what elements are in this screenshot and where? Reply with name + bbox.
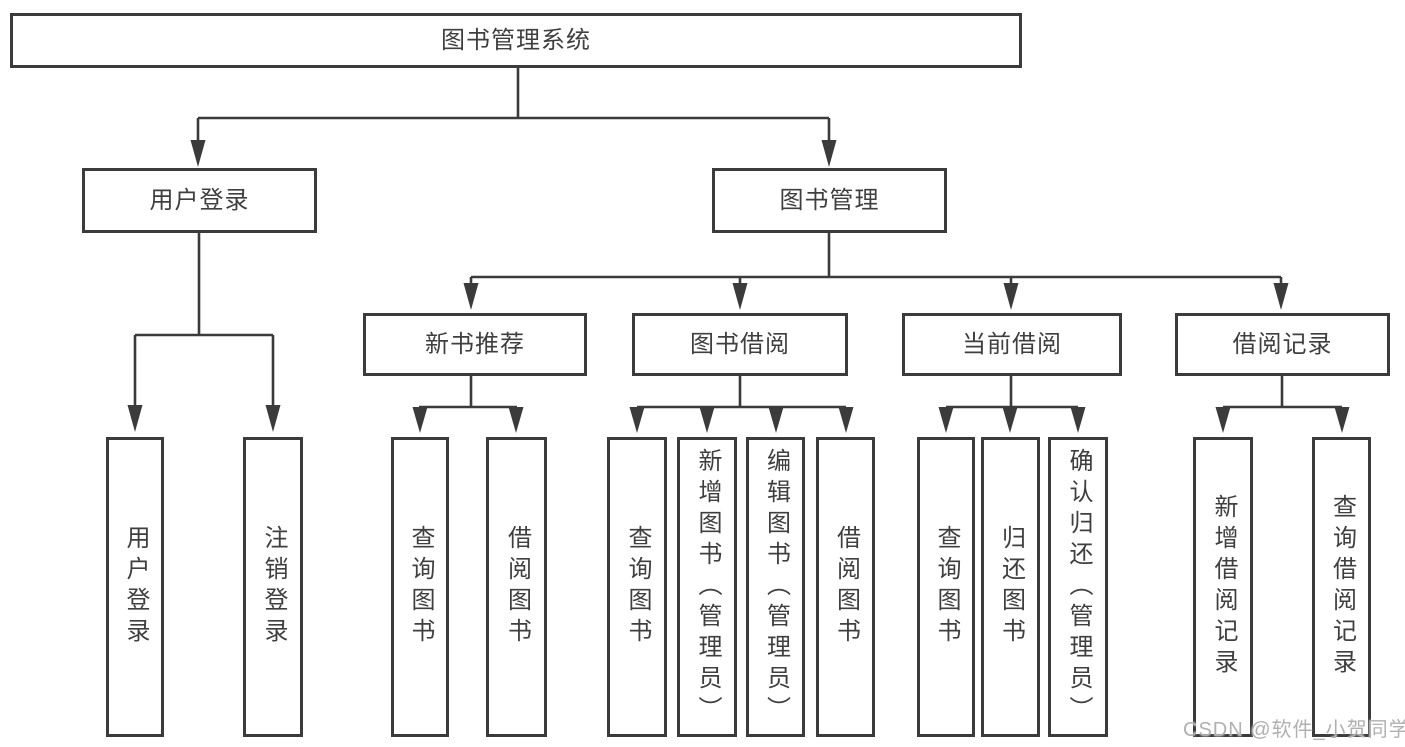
leaf-confirm-return-admin-label: 确认归还（管理员）	[1065, 447, 1092, 727]
leaf-borrow-books: 借阅图书	[816, 437, 875, 737]
node-root-system: 图书管理系统	[10, 13, 1022, 68]
node-borrow-records: 借阅记录	[1175, 313, 1390, 376]
leaf-query-borrow-record-label: 查询借阅记录	[1328, 494, 1356, 680]
leaf-edit-books-admin: 编辑图书（管理员）	[746, 437, 805, 737]
node-current-borrow: 当前借阅	[902, 313, 1122, 376]
leaf-user-login: 用户登录	[106, 437, 164, 737]
leaf-confirm-return-admin: 确认归还（管理员）	[1048, 437, 1108, 737]
leaf-add-borrow-record-label: 新增借阅记录	[1210, 494, 1237, 680]
node-book-management: 图书管理	[712, 168, 947, 233]
leaf-query-books-current-label: 查询图书	[933, 525, 960, 649]
leaf-return-books: 归还图书	[981, 437, 1040, 737]
leaf-borrow-books-recommend-label: 借阅图书	[503, 525, 531, 649]
leaf-user-login-label: 用户登录	[122, 525, 149, 649]
node-user-login: 用户登录	[82, 168, 317, 233]
leaf-return-books-label: 归还图书	[997, 525, 1025, 649]
leaf-query-books-current: 查询图书	[917, 437, 975, 737]
leaf-query-borrow-record: 查询借阅记录	[1312, 437, 1371, 737]
leaf-query-books-recommend-label: 查询图书	[407, 525, 434, 649]
leaf-add-books-admin: 新增图书（管理员）	[677, 437, 737, 737]
leaf-logout: 注销登录	[243, 437, 303, 737]
node-new-book-recommend: 新书推荐	[363, 313, 587, 376]
leaf-add-borrow-record: 新增借阅记录	[1193, 437, 1253, 737]
leaf-logout-label: 注销登录	[260, 525, 287, 649]
leaf-borrow-books-recommend: 借阅图书	[486, 437, 547, 737]
leaf-query-books-recommend: 查询图书	[391, 437, 449, 737]
leaf-borrow-books-label: 借阅图书	[832, 525, 860, 649]
leaf-add-books-admin-label: 新增图书（管理员）	[694, 447, 721, 727]
node-book-borrow: 图书借阅	[632, 313, 848, 376]
leaf-query-books-borrow: 查询图书	[607, 437, 667, 737]
csdn-watermark: CSDN @软件_小贺同学	[1183, 719, 1405, 741]
leaf-edit-books-admin-label: 编辑图书（管理员）	[762, 447, 790, 727]
leaf-query-books-borrow-label: 查询图书	[624, 525, 651, 649]
